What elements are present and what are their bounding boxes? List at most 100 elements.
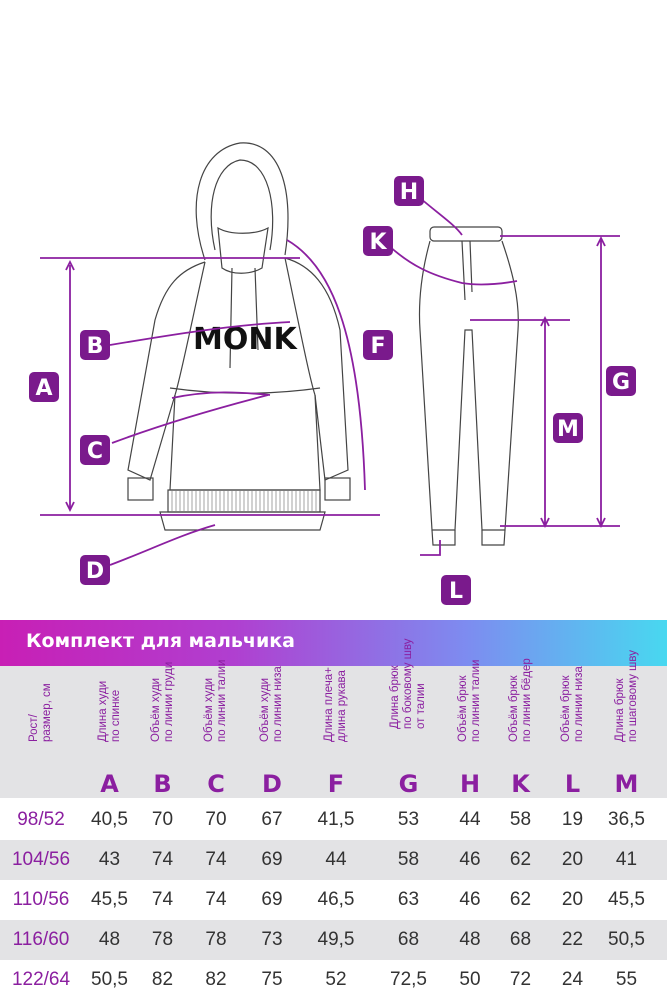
- value-cell: 20: [561, 889, 584, 910]
- value-cell: 41,5: [317, 809, 355, 830]
- badge-box: [80, 435, 110, 465]
- badge-d: D: [80, 555, 110, 585]
- header-caption: Длина брюк по боковому шву от талии: [389, 638, 427, 729]
- header-caption: Рост/ размер, см: [28, 683, 53, 742]
- value-cell: 20: [561, 849, 584, 870]
- value-cell: 75: [261, 969, 283, 990]
- hem-ribbing: [171, 491, 317, 511]
- value-cell: 46,5: [317, 889, 355, 910]
- badge-box: [553, 413, 583, 443]
- header-letter: A: [100, 770, 119, 798]
- badge-c: C: [80, 435, 110, 465]
- badge-letter: D: [86, 559, 104, 584]
- value-cell: 44: [325, 849, 347, 870]
- value-cell: 82: [151, 969, 174, 990]
- value-cell: 41: [615, 849, 638, 870]
- value-cell: 45,5: [608, 889, 645, 910]
- value-cell: 62: [509, 889, 532, 910]
- value-cell: 74: [205, 889, 227, 910]
- table-title-banner: Комплект для мальчика: [0, 620, 667, 666]
- value-cell: 69: [261, 849, 283, 870]
- header-letter: K: [511, 770, 530, 798]
- header-caption: Длина худи по спинке: [96, 680, 122, 742]
- header-caption: Длина плеча+ длина рукава: [323, 667, 348, 742]
- value-cell: 50,5: [608, 929, 645, 950]
- value-cell: 36,5: [608, 809, 645, 830]
- value-cell: 24: [561, 969, 584, 990]
- hoodie-drawing: [127, 142, 351, 531]
- header-caption: Объём худи по линии талии: [203, 659, 228, 742]
- badge-f: F: [363, 330, 393, 360]
- badge-letter: A: [35, 376, 52, 401]
- value-cell: 44: [459, 809, 481, 830]
- value-cell: 43: [98, 849, 121, 870]
- value-cell: 74: [151, 849, 174, 870]
- value-cell: 72,5: [390, 969, 427, 990]
- table-title: Комплект для мальчика: [26, 630, 295, 652]
- size-cell: 104/56: [11, 849, 71, 870]
- badge-box: [29, 372, 59, 402]
- badge-letter: L: [449, 579, 463, 604]
- value-cell: 22: [561, 929, 584, 950]
- header-letter: C: [207, 770, 225, 798]
- badge-letter: C: [87, 439, 103, 464]
- header-letter: H: [459, 770, 481, 798]
- header-letter: G: [398, 770, 419, 798]
- size-cell: 122/64: [11, 969, 71, 990]
- value-cell: 46: [459, 849, 481, 870]
- value-cell: 68: [397, 929, 420, 950]
- value-cell: 55: [615, 969, 638, 990]
- header-letter: D: [262, 770, 282, 798]
- value-cell: 50,5: [91, 969, 128, 990]
- badge-b: B: [80, 330, 110, 360]
- value-cell: 73: [261, 929, 283, 950]
- badge-h: H: [394, 176, 424, 206]
- header-caption: Объём брюк по линии низа: [559, 666, 585, 742]
- value-cell: 62: [509, 849, 532, 870]
- header-caption: Объём брюк по линии бёдер: [507, 658, 533, 742]
- header-letter: M: [614, 770, 639, 798]
- badge-letter: B: [87, 334, 104, 359]
- header-letter: B: [153, 770, 172, 798]
- size-cell: 98/52: [17, 809, 65, 830]
- value-cell: 48: [98, 929, 121, 950]
- value-cell: 49,5: [317, 929, 355, 950]
- header-caption: Длина брюк по шаговому шву: [613, 650, 639, 742]
- value-cell: 74: [205, 849, 227, 870]
- badge-box: [606, 366, 636, 396]
- header-caption: Объём брюк по линии талии: [457, 659, 482, 742]
- badge-a: A: [29, 372, 59, 402]
- value-cell: 40,5: [91, 809, 128, 830]
- badge-letter: H: [400, 180, 418, 205]
- value-cell: 45,5: [91, 889, 128, 910]
- header-caption: Объём худи по линии низа: [259, 666, 284, 742]
- value-cell: 52: [325, 969, 347, 990]
- badge-letter: F: [370, 334, 385, 359]
- badge-box: [363, 226, 393, 256]
- badge-letter: M: [557, 417, 579, 442]
- value-cell: 68: [509, 929, 532, 950]
- value-cell: 46: [459, 889, 481, 910]
- badge-k: K: [363, 226, 393, 256]
- pants-drawing: [418, 226, 519, 546]
- value-cell: 50: [459, 969, 481, 990]
- measure-lines: [40, 197, 620, 566]
- badge-box: [441, 575, 471, 605]
- value-cell: 58: [509, 809, 532, 830]
- value-cell: 78: [151, 929, 174, 950]
- value-cell: 72: [509, 969, 532, 990]
